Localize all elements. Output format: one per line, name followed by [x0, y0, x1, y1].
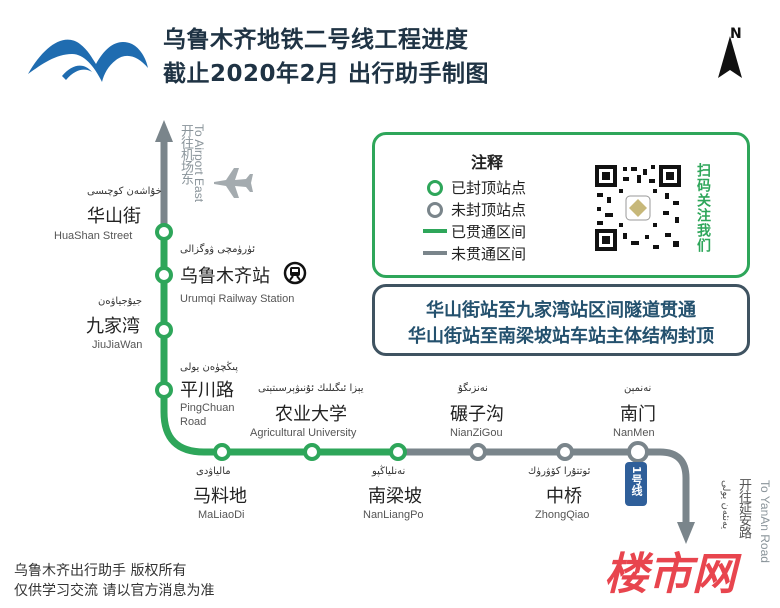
station-marker-nongye	[303, 443, 321, 461]
page-subtitle: 截止2020年2月 出行助手制图	[163, 61, 490, 87]
logo-mountains	[28, 39, 148, 82]
line1-badge: 1号线	[625, 462, 647, 506]
footer-disclaimer: 仅供学习交流 请以官方消息为准	[14, 583, 215, 599]
yanan-direction-uyghur: يەنئەن يولى	[720, 480, 731, 530]
legend-title: 注释	[471, 153, 504, 172]
unsealed-station-icon	[427, 202, 443, 218]
station-nanmen-english: NanMen	[613, 427, 655, 439]
station-marker-pingchuan	[155, 381, 173, 399]
notice-line-1: 华山街站至九家湾站区间隧道贯通	[426, 300, 696, 321]
station-pingchuan-uyghur: پىڭچۈەن يولى	[180, 362, 239, 373]
station-marker-zhongqiao	[556, 443, 574, 461]
north-label: N	[730, 26, 742, 42]
built-section	[160, 232, 398, 456]
station-marker-maliaodi	[213, 443, 231, 461]
qr-code	[593, 163, 683, 253]
yanan-direction-english: To YanAn Road	[758, 480, 772, 563]
station-nongye-uyghur: يېزا ئىگىلىك ئۇنىۋېرسىتېتى	[258, 383, 364, 394]
station-nianzigou-chinese: 碾子沟	[450, 404, 504, 425]
yanan-direction-arrow	[677, 522, 695, 544]
station-urumqi-english: Urumqi Railway Station	[180, 293, 295, 305]
legend-item-sealed: 已封顶站点	[423, 177, 583, 197]
station-marker-urumqi	[155, 266, 173, 284]
station-pingchuan-chinese: 平川路	[180, 380, 234, 401]
station-pingchuan-english-line2: Road	[180, 416, 207, 428]
unbuilt-section-icon	[423, 251, 447, 255]
legend-item-unbuilt: 未贯通区间	[423, 243, 583, 263]
station-marker-huashan	[155, 223, 173, 241]
yanan-direction-chinese: 开往延安路	[736, 478, 751, 538]
station-nanmen-chinese: 南门	[620, 404, 656, 425]
station-nongye-english: Agricultural University	[250, 427, 357, 439]
qr-caption: 扫码关注我们	[695, 163, 711, 253]
station-marker-jiujiawan	[155, 321, 173, 339]
station-marker-nanliangpo	[389, 443, 407, 461]
station-zhongqiao-uyghur: ئوتتۇرا كۆۋرۈك	[528, 466, 591, 477]
station-nanliangpo-chinese: 南梁坡	[368, 486, 422, 507]
line1-badge-label: 1号线	[630, 466, 643, 496]
notice-panel: 华山街站至九家湾站区间隧道贯通 华山街站至南梁坡站车站主体结构封顶	[372, 284, 750, 356]
station-pingchuan-english-line1: PingChuan	[180, 402, 235, 414]
airport-direction-english: To Airport East	[192, 124, 206, 203]
north-arrow: N	[704, 26, 748, 82]
station-nianzigou-uyghur: نەنزىگۇ	[458, 383, 488, 394]
station-huashan-english: HuaShan Street	[54, 230, 133, 242]
station-jiujiawan-chinese: 九家湾	[86, 316, 140, 337]
legend-item-unsealed: 未封顶站点	[423, 199, 583, 219]
station-nanliangpo-english: NanLiangPo	[363, 509, 424, 521]
station-jiujiawan-uyghur: جيۇجياۋەن	[98, 296, 143, 307]
legend-item-built: 已贯通区间	[423, 221, 583, 241]
station-nanliangpo-uyghur: نەنلياڭپو	[372, 466, 406, 477]
built-section-icon	[423, 229, 447, 233]
station-urumqi-chinese: 乌鲁木齐站	[180, 266, 270, 287]
sealed-station-icon	[427, 180, 443, 196]
station-urumqi-uyghur: ئۈرۈمچى ۋوگزالى	[180, 244, 256, 255]
station-marker-nanmen	[627, 441, 649, 463]
watermark: 楼市网	[604, 549, 736, 600]
station-maliaodi-chinese: 马料地	[193, 486, 247, 507]
legend-item-label: 已贯通区间	[451, 223, 527, 241]
station-huashan-uyghur: خۇاشەن كوچىسى	[87, 186, 162, 197]
legend-item-label: 未贯通区间	[451, 245, 527, 263]
notice-line-2: 华山街站至南梁坡站车站主体结构封顶	[408, 326, 714, 347]
legend-item-label: 未封顶站点	[451, 201, 527, 219]
legend-panel: 注释 已封顶站点 未封顶站点 已贯通区间 未贯通区间	[372, 132, 750, 278]
legend-item-label: 已封顶站点	[451, 179, 527, 197]
station-nianzigou-english: NianZiGou	[450, 427, 503, 439]
station-nongye-chinese: 农业大学	[275, 404, 347, 425]
station-jiujiawan-english: JiuJiaWan	[92, 339, 143, 351]
page-title: 乌鲁木齐地铁二号线工程进度	[163, 27, 469, 53]
station-maliaodi-english: MaLiaoDi	[198, 509, 245, 521]
railway-station-icon	[283, 261, 307, 285]
footer-copyright: 乌鲁木齐出行助手 版权所有	[14, 563, 187, 579]
station-huashan-chinese: 华山街	[87, 206, 141, 227]
airplane-icon	[214, 168, 253, 198]
station-marker-nianzigou	[469, 443, 487, 461]
station-nanmen-uyghur: نەنمېن	[624, 383, 652, 394]
station-maliaodi-uyghur: مالياۋدى	[196, 466, 231, 477]
airport-direction-arrow	[155, 120, 173, 142]
airport-direction-chinese: 开往机场东	[178, 124, 193, 184]
station-zhongqiao-english: ZhongQiao	[535, 509, 590, 521]
station-zhongqiao-chinese: 中桥	[546, 486, 582, 507]
unbuilt-section	[398, 448, 690, 526]
